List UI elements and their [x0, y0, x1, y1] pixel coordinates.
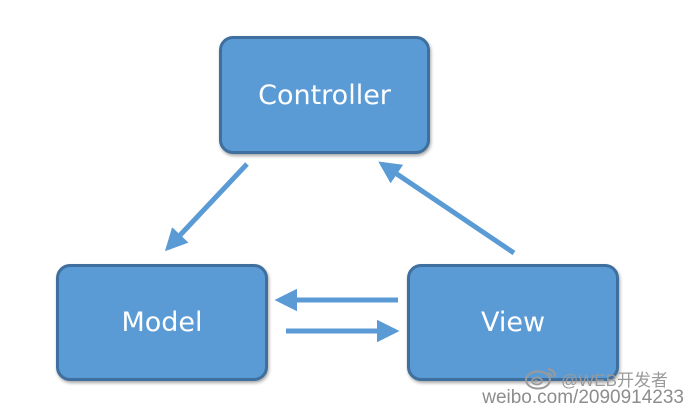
arrow-view-to-controller	[378, 161, 516, 256]
weibo-logo-icon	[525, 368, 556, 390]
weibo-watermark: @WEB开发者 weibo.com/2090914233	[476, 362, 686, 410]
watermark-handle: @WEB开发者	[561, 371, 668, 390]
model-node: Model	[56, 264, 268, 381]
controller-label: Controller	[258, 79, 391, 111]
arrow-controller-to-model	[164, 162, 249, 252]
watermark-url: weibo.com/2090914233	[482, 387, 684, 408]
view-node: View	[407, 264, 619, 381]
controller-node: Controller	[219, 36, 430, 154]
view-label: View	[480, 307, 546, 338]
model-label: Model	[121, 307, 203, 338]
